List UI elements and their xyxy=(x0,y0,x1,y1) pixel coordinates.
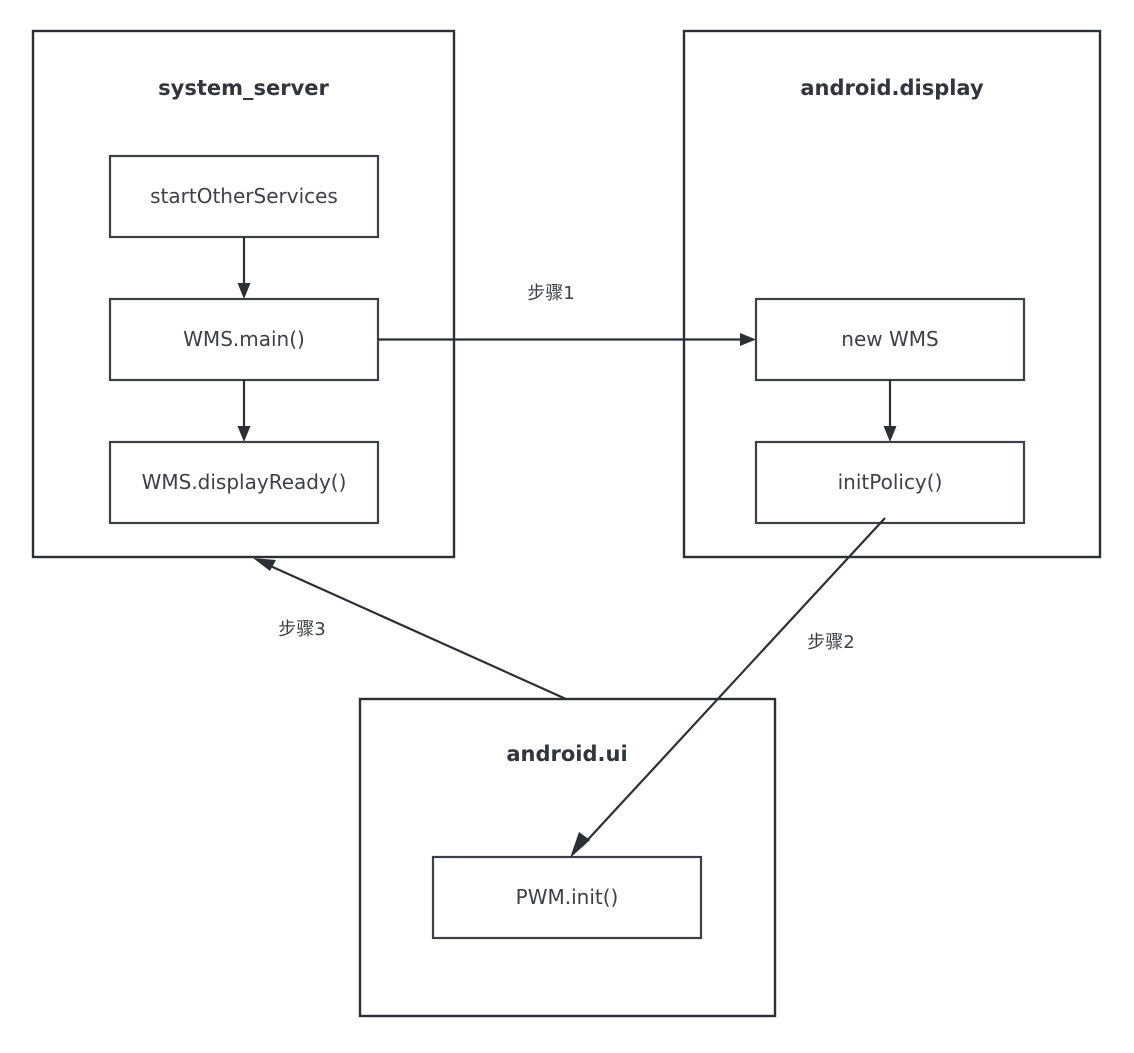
arrowhead-down-icon xyxy=(237,283,251,299)
node-wms-display-ready-box xyxy=(108,440,380,525)
container-android-display-title: android.display xyxy=(800,76,984,100)
edge-android-ui-to-system-server-line xyxy=(265,562,567,701)
edge-start-to-wms-main xyxy=(237,237,251,299)
arrowhead-diagonal-down-left-icon xyxy=(570,832,590,858)
node-pwm-init-box xyxy=(431,855,703,940)
edge-label-step-1: 步骤1 xyxy=(527,283,574,304)
node-new-wms[interactable]: new WMS xyxy=(754,297,1026,382)
container-android-ui-title: android.ui xyxy=(506,742,627,766)
node-wms-display-ready-label: WMS.displayReady() xyxy=(142,470,347,494)
arrowhead-right-icon xyxy=(740,333,756,346)
node-init-policy-box xyxy=(754,440,1026,525)
arrowhead-down-icon xyxy=(883,426,897,442)
node-wms-main[interactable]: WMS.main() xyxy=(108,297,380,382)
edge-init-policy-to-pwm-init-line xyxy=(581,517,886,847)
node-wms-display-ready[interactable]: WMS.displayReady() xyxy=(108,440,380,525)
node-wms-main-label: WMS.main() xyxy=(183,327,305,351)
node-pwm-init-label: PWM.init() xyxy=(516,885,619,909)
node-init-policy[interactable]: initPolicy() xyxy=(754,440,1026,525)
edge-label-step-3: 步骤3 xyxy=(278,619,325,640)
edge-wms-main-to-display-ready xyxy=(237,380,251,442)
arrowhead-down-icon xyxy=(237,426,251,442)
edge-new-wms-to-init-policy xyxy=(883,380,897,442)
edge-init-policy-to-pwm-init: 步骤2 xyxy=(570,517,886,858)
edge-wms-main-to-new-wms: 步骤1 xyxy=(378,283,756,346)
node-wms-main-box xyxy=(108,297,380,382)
edge-label-step-2: 步骤2 xyxy=(807,632,854,653)
node-new-wms-label: new WMS xyxy=(841,327,938,351)
container-system-server-title: system_server xyxy=(158,76,329,100)
arrowhead-diagonal-up-left-icon xyxy=(253,558,276,571)
node-pwm-init[interactable]: PWM.init() xyxy=(431,855,703,940)
node-init-policy-label: initPolicy() xyxy=(838,470,943,494)
edge-android-ui-to-system-server: 步骤3 xyxy=(253,558,567,701)
node-start-other-services-label: startOtherServices xyxy=(150,184,338,208)
node-start-other-services[interactable]: startOtherServices xyxy=(108,154,380,239)
node-start-other-services-box xyxy=(108,154,380,239)
